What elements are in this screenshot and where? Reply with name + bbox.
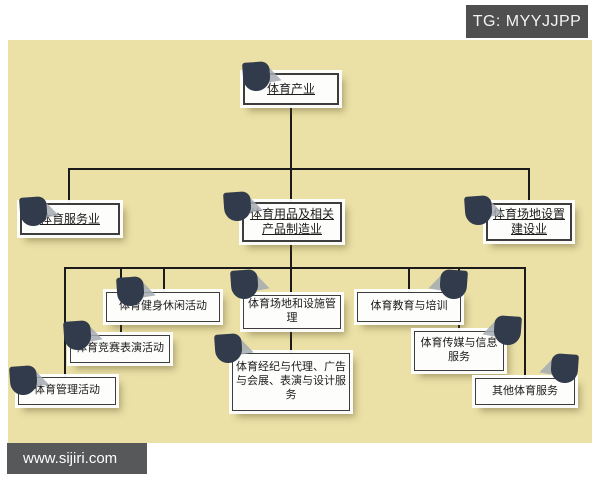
node-sports-industry: 体育产业 [242, 61, 339, 105]
node-education-training: 体育教育与培训 [357, 269, 468, 322]
node-label: 其他体育服务 [492, 384, 558, 397]
node-media-information: 体育传媒与信息服务 [414, 315, 522, 371]
connector-level2-bus [68, 168, 530, 170]
node-label: 体育服务业 [39, 211, 100, 226]
connector-drop-services [68, 168, 70, 203]
tg-watermark-badge: TG: MYYJJPP [466, 5, 588, 38]
tg-watermark-text: TG: MYYJJPP [472, 12, 582, 30]
node-sports-goods-manufacturing: 体育用品及相关产品制造业 [223, 191, 342, 242]
connector-level3-bus [64, 267, 526, 269]
node-label: 体育产业 [266, 81, 315, 96]
node-label: 体育健身休闲活动 [119, 300, 207, 313]
connector-root-stem [290, 105, 292, 169]
site-watermark-text: www.sijiri.com [23, 450, 118, 467]
node-label: 体育经纪与代理、广告与会展、表演与设计服务 [236, 361, 346, 401]
site-watermark-badge: www.sijiri.com [7, 443, 147, 474]
connector-goods-stem [290, 242, 292, 268]
node-label: 体育场地和设施管理 [248, 298, 336, 324]
node-other-sports-services: 其他体育服务 [475, 353, 579, 405]
node-label: 体育管理活动 [34, 384, 100, 397]
connector-drop-management [64, 267, 66, 377]
node-label: 体育竞赛表演活动 [76, 342, 164, 355]
node-label: 体育场地设置建设业 [492, 207, 565, 236]
connector-drop-fitness [163, 267, 165, 292]
connector-drop-education [408, 267, 410, 292]
node-management-activities: 体育管理活动 [9, 365, 116, 405]
node-competition-performance: 体育竞赛表演活动 [63, 320, 170, 363]
connector-drop-goods [290, 168, 292, 202]
node-fitness-leisure: 体育健身休闲活动 [106, 276, 220, 322]
node-label: 体育传媒与信息服务 [420, 337, 498, 363]
connector-drop-venue-construction [528, 168, 530, 203]
node-label: 体育用品及相关产品制造业 [249, 207, 334, 236]
node-venue-facility-management: 体育场地和设施管理 [230, 269, 341, 329]
connector-drop-other [524, 267, 526, 378]
node-label: 体育教育与培训 [370, 300, 448, 313]
node-sports-services: 体育服务业 [19, 196, 120, 235]
node-brokerage-agency-services: 体育经纪与代理、广告与会展、表演与设计服务 [214, 333, 350, 411]
node-venue-construction: 体育场地设置建设业 [464, 195, 572, 241]
